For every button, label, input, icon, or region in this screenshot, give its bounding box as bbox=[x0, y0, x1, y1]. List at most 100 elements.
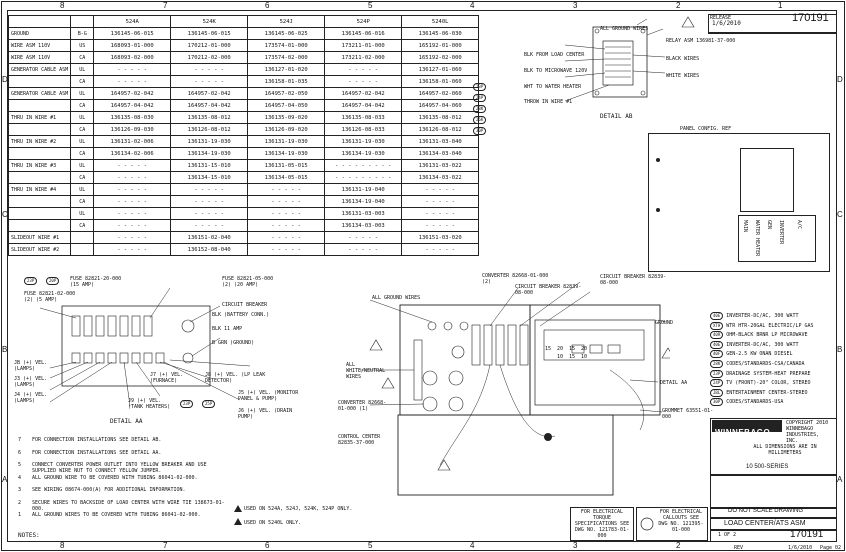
row-label: GENERATOR CABLE ASM bbox=[7, 87, 72, 100]
side-tag: 24P bbox=[473, 94, 487, 102]
table-cell: - - - - - bbox=[170, 75, 249, 88]
bottom-date: 1/6/2010 bbox=[788, 545, 813, 551]
table-row: SLIDEOUT WIRE #1- - - - -136151-02-040- … bbox=[7, 231, 480, 244]
table-cell: 164957-02-042 bbox=[170, 87, 249, 100]
table-cell: - - - - - bbox=[93, 183, 172, 196]
row-label: WIRE ASM 110V bbox=[7, 51, 72, 64]
center-label: GROUND bbox=[655, 320, 674, 326]
release-date: 1/6/2010 bbox=[712, 20, 741, 27]
center-label: ALL WHITE/NEUTRAL WIRES bbox=[346, 362, 386, 380]
dwg-no-bottom: 170191 bbox=[790, 529, 824, 540]
detail-aa-title: DETAIL AA bbox=[110, 418, 143, 425]
table-cell: - - - - - bbox=[170, 207, 249, 220]
table-cell: 136134-19-030 bbox=[247, 147, 326, 160]
tag: 25P bbox=[202, 400, 216, 408]
center-label: CIRCUIT BREAKER 82839-08-000 bbox=[515, 284, 582, 296]
fuse-left-label: FUSE 82821-02-000 (2) (5 AMP) bbox=[24, 291, 76, 303]
detail-ab-drawing bbox=[564, 16, 695, 102]
table-cell: - - - - - bbox=[247, 243, 326, 256]
note-text: FOR CONNECTION INSTALLATIONS SEE DETAIL … bbox=[32, 437, 162, 443]
row-label: GENERATOR CABLE ASM bbox=[7, 63, 72, 76]
table-cell: - - - - - bbox=[247, 219, 326, 232]
side-tag: 30P bbox=[473, 127, 487, 135]
table-cell: 164957-02-060 bbox=[401, 87, 480, 100]
aa-label: J4 (+) VEL. (LAMPS) bbox=[14, 392, 48, 404]
aa-label: BLK (BATTERY CONN.) bbox=[212, 312, 270, 318]
table-cell: 136135-08-033 bbox=[324, 111, 403, 124]
table-cell: - - - - - bbox=[247, 195, 326, 208]
table-cell: 164957-04-050 bbox=[247, 99, 326, 112]
table-cell: - - - - - bbox=[324, 231, 403, 244]
load-center-drawing bbox=[360, 281, 670, 496]
series: 10 500-SERIES bbox=[746, 464, 789, 470]
ab-label: WHITE WIRES bbox=[666, 73, 700, 79]
table-cell: 164957-04-042 bbox=[170, 99, 249, 112]
table-row: CA- - - - -- - - - -- - - - -136134-03-0… bbox=[7, 219, 480, 232]
aa-label: BLK 11 AMP bbox=[212, 326, 243, 332]
switch-ac: A/C bbox=[796, 220, 802, 230]
tag: 23P bbox=[180, 400, 194, 408]
flag-icon bbox=[640, 517, 654, 531]
ab-label: BLACK WIRES bbox=[666, 56, 700, 62]
center-label: GROMMET 63551-01-000 bbox=[662, 408, 714, 420]
aa-label: J8 (+) VEL. (LP LEAK DETECTOR) bbox=[205, 372, 266, 384]
legend-text: ENTERTAINMENT CENTER-STEREO bbox=[726, 389, 808, 396]
center-label: CONVERTER 82668-01-000 (2) bbox=[482, 273, 549, 285]
legend-text: INVERTER-DC/AC, 300 WATT bbox=[726, 313, 799, 319]
row-sub: CA bbox=[70, 195, 95, 208]
row-label bbox=[7, 171, 72, 184]
row-label: GROUND bbox=[7, 27, 72, 40]
table-cell: 136134-03-022 bbox=[401, 171, 480, 184]
used-on-note: USED ON 524A, 524J, 524K, 524P ONLY. bbox=[244, 506, 353, 512]
dwg-no-top: 170191 bbox=[792, 12, 829, 24]
switch-main: MAIN bbox=[742, 220, 748, 233]
table-cell: 136131-03-022 bbox=[401, 159, 480, 172]
table-cell: - - - - - bbox=[170, 183, 249, 196]
table-cell: - - - - - bbox=[247, 183, 326, 196]
panel-config-label: PANEL CONFIG. REF bbox=[680, 126, 732, 132]
panel-screws bbox=[656, 158, 660, 212]
sheet-number: 1 OF 2 bbox=[718, 532, 737, 538]
table-cell: - - - - - bbox=[170, 63, 249, 76]
row-label bbox=[7, 195, 72, 208]
table-cell: - - - - - bbox=[93, 171, 172, 184]
torque-spec-text: FOR ELECTRICAL TORQUE SPECIFICATIONS SEE… bbox=[574, 509, 630, 539]
legend-tag: 23P bbox=[710, 369, 724, 378]
switch-gen: GEN bbox=[766, 220, 772, 230]
row-sub: UL bbox=[70, 159, 95, 172]
row-sub: CA bbox=[70, 99, 95, 112]
table-cell: 164957-04-042 bbox=[324, 99, 403, 112]
row-sub bbox=[70, 243, 95, 256]
aa-label: J9 (+) VEL. (TANK HEATERS) bbox=[128, 398, 171, 410]
legend-text: TV (FRONT)-20" COLOR, STEREO bbox=[726, 380, 811, 387]
row-sub: CA bbox=[70, 51, 95, 64]
table-cell: 136151-03-020 bbox=[401, 231, 480, 244]
row-sub: CA bbox=[70, 147, 95, 160]
legend-tag: 40E bbox=[710, 312, 724, 320]
callout-spec-text: FOR ELECTRICAL CALLOUTS SEE DWG NO. 1213… bbox=[658, 509, 704, 533]
legend-tag: XTH bbox=[710, 321, 724, 330]
table-cell: - - - - - bbox=[170, 219, 249, 232]
table-cell: - - - - - bbox=[93, 243, 172, 256]
center-label: CONTROL CENTER 82835-37-000 bbox=[338, 434, 381, 446]
drawing-inner-border bbox=[7, 10, 837, 542]
legend-text: GEN-2.5 KW ONAN DIESEL bbox=[726, 351, 793, 358]
rev-label: REV bbox=[734, 545, 744, 551]
legend-text: INVERTER-DC/AC, 300 WATT bbox=[726, 341, 799, 348]
row-label: THRU IN WIRE #2 bbox=[7, 135, 72, 148]
row-label: THRU IN WIRE #4 bbox=[7, 183, 72, 196]
row-label bbox=[7, 219, 72, 232]
panel-window bbox=[740, 148, 794, 212]
row-sub: UL bbox=[70, 135, 95, 148]
table-cell: - - - - - bbox=[93, 75, 172, 88]
table-cell: 136131-19-030 bbox=[247, 135, 326, 148]
switch-water-heater: WATER HEATER bbox=[754, 220, 760, 257]
